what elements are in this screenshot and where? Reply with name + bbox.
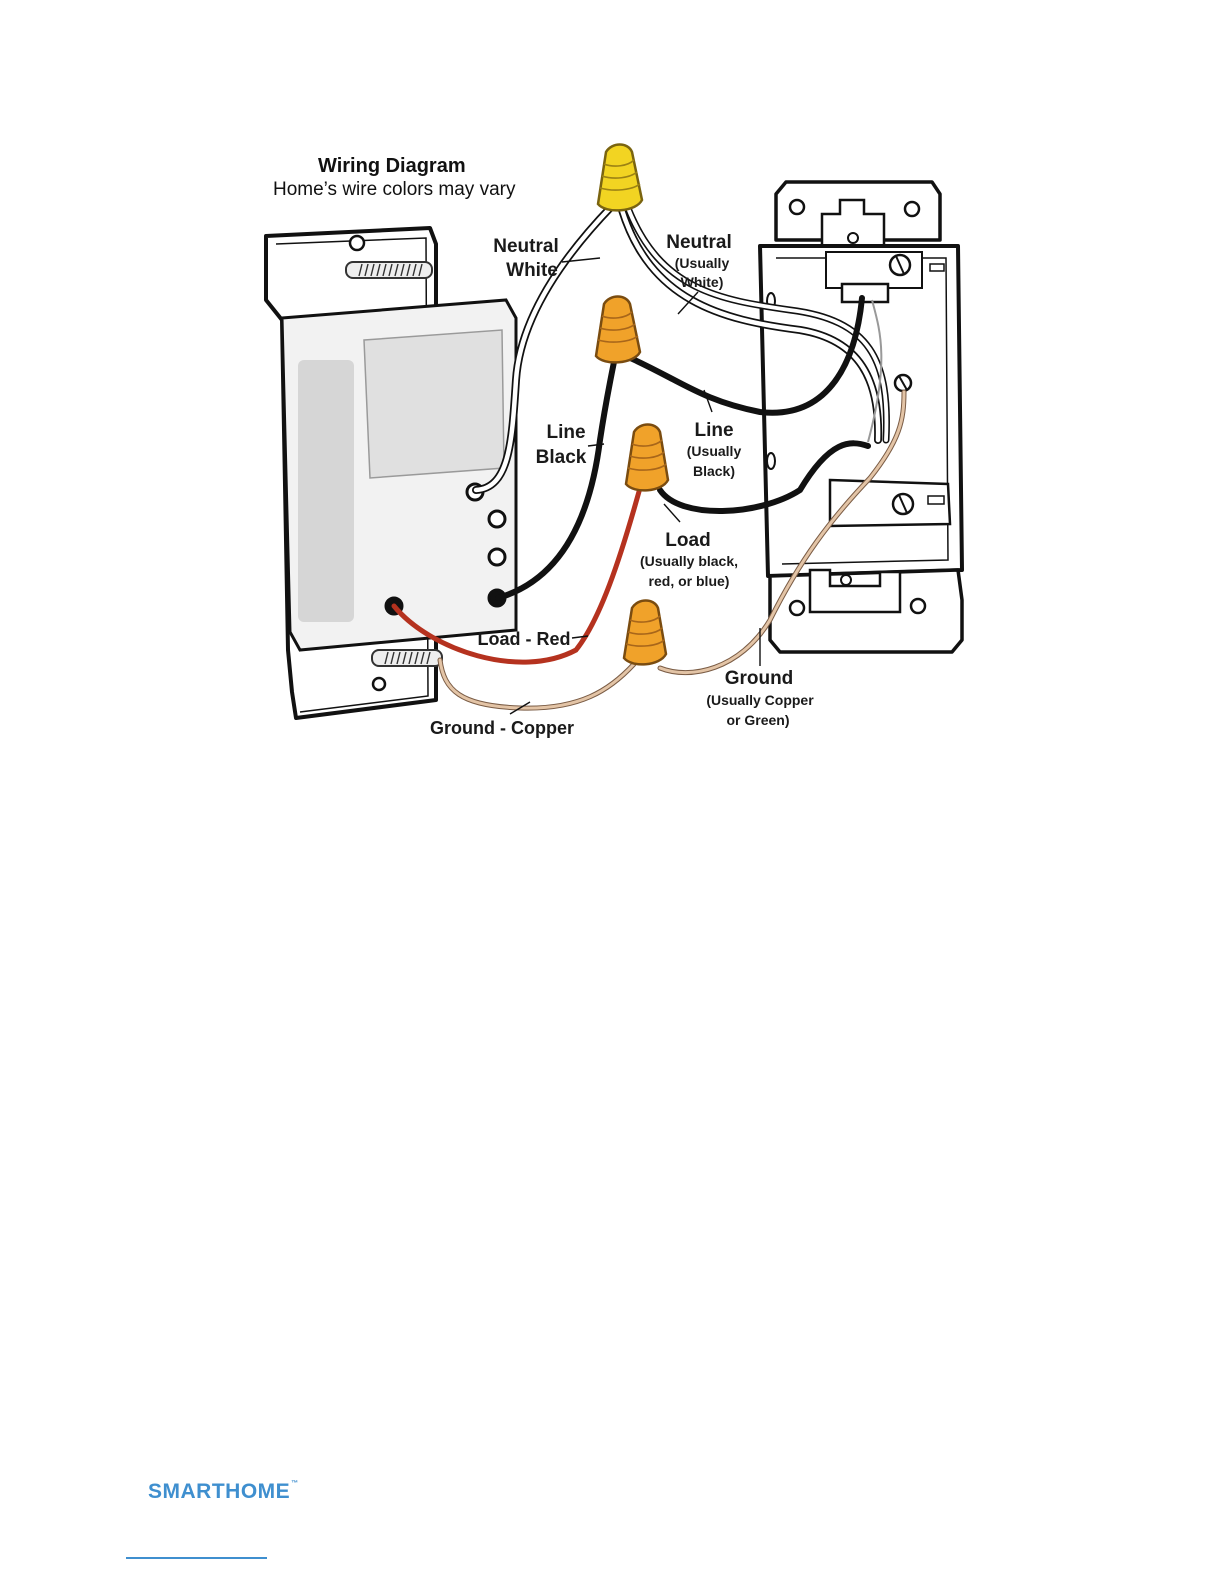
ground-wire-nut <box>624 601 666 665</box>
svg-text:Load - Red: Load - Red <box>478 629 571 649</box>
svg-text:Load: Load <box>665 530 710 551</box>
load-wire-nut <box>626 425 668 491</box>
svg-text:Neutral: Neutral <box>493 236 558 257</box>
svg-text:Black): Black) <box>693 463 735 479</box>
neutral-wire-nut <box>598 145 642 211</box>
svg-text:Ground: Ground <box>725 668 794 689</box>
svg-text:Neutral: Neutral <box>666 232 731 253</box>
svg-text:(Usually black,: (Usually black, <box>640 553 738 569</box>
svg-text:Line: Line <box>546 422 585 443</box>
smarthome-logo: SMARTHOME™ <box>148 1480 299 1504</box>
svg-text:Ground - Copper: Ground - Copper <box>430 718 574 738</box>
svg-text:(Usually: (Usually <box>675 255 730 271</box>
label-line-black: Line Black <box>536 422 587 468</box>
ground-copper-wire <box>440 660 634 708</box>
svg-text:red, or blue): red, or blue) <box>649 573 730 589</box>
diagram-subtitle: Home’s wire colors may vary <box>273 179 516 200</box>
label-neutral-white: Neutral White <box>493 236 558 281</box>
label-neutral-box: Neutral (Usually White) <box>666 232 731 290</box>
svg-text:Line: Line <box>694 420 733 441</box>
logo-trademark: ™ <box>291 1480 299 1487</box>
label-line-box: Line (Usually Black) <box>687 420 742 479</box>
label-ground-box: Ground (Usually Copper or Green) <box>706 668 814 728</box>
svg-text:White: White <box>506 260 558 281</box>
svg-text:White): White) <box>681 274 724 290</box>
diagram-title: Wiring Diagram <box>318 155 466 177</box>
logo-text: SMARTHOME <box>148 1480 290 1503</box>
svg-text:or Green): or Green) <box>726 712 789 728</box>
svg-text:Black: Black <box>536 447 587 468</box>
label-ground-copper: Ground - Copper <box>430 718 574 738</box>
label-load-red: Load - Red <box>478 629 571 649</box>
svg-text:(Usually Copper: (Usually Copper <box>706 692 814 708</box>
line-wire-nut <box>596 297 640 363</box>
svg-text:(Usually: (Usually <box>687 443 742 459</box>
label-load-box: Load (Usually black, red, or blue) <box>640 530 738 589</box>
footer-rule <box>126 1557 267 1559</box>
